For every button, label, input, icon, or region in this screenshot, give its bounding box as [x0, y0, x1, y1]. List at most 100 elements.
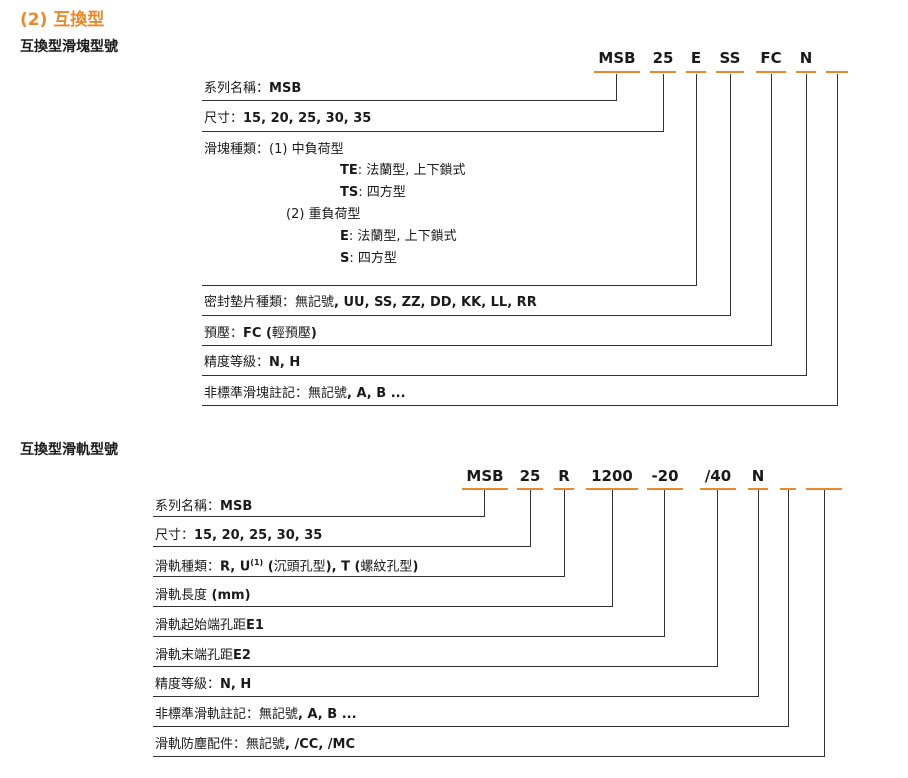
- rail-code-e1: -20: [651, 467, 679, 485]
- slot-underline: [748, 488, 768, 490]
- leader-line: [202, 100, 617, 101]
- row-value: MSB: [269, 81, 302, 96]
- leader-line: [612, 490, 613, 607]
- leader-line: [202, 375, 807, 376]
- row-value-end: ): [310, 326, 317, 341]
- rail-row-series: 系列名稱：MSB: [155, 500, 252, 513]
- rail-row-size: 尺寸：15, 20, 25, 30, 35: [155, 529, 322, 542]
- slot-underline: [554, 488, 574, 490]
- row-label: 滑軌起始端孔距: [155, 618, 247, 633]
- rail-code-type: R: [558, 467, 570, 485]
- rail-row-e1: 滑軌起始端孔距E1: [155, 619, 264, 632]
- block-row-size: 尺寸：15, 20, 25, 30, 35: [204, 112, 371, 125]
- row-value: N, H: [220, 677, 252, 692]
- leader-line: [758, 490, 759, 697]
- row-value: E1: [246, 618, 264, 633]
- leader-line: [153, 606, 613, 607]
- leader-line: [837, 74, 838, 406]
- leader-line: [153, 666, 718, 667]
- type-desc: : 四方型: [358, 185, 406, 200]
- row-label: 精度等級：: [204, 355, 270, 370]
- leader-line: [153, 516, 485, 517]
- rail-code-series: MSB: [466, 467, 504, 485]
- row-label: 滑塊種類：: [204, 142, 270, 157]
- slot-underline: [756, 71, 786, 73]
- row-value: 15, 20, 25, 30, 35: [194, 528, 323, 543]
- block-type-heavy: (2) 重負荷型: [286, 208, 361, 221]
- leader-line: [153, 546, 531, 547]
- slot-underline: [594, 71, 640, 73]
- rail-model-title: 互換型滑軌型號: [20, 442, 118, 458]
- leader-line: [530, 490, 531, 547]
- type-code: TE: [340, 163, 358, 178]
- type-code: E: [340, 229, 349, 244]
- row-value: N, H: [269, 355, 301, 370]
- row-value: , /CC, /MC: [285, 737, 356, 752]
- slot-underline: [826, 71, 848, 73]
- rail-row-dust: 滑軌防塵配件：無記號, /CC, /MC: [155, 738, 355, 751]
- rail-code-size: 25: [519, 467, 541, 485]
- type-medium-label: (1) 中負荷型: [269, 142, 344, 157]
- leader-line: [202, 285, 697, 286]
- block-code-preload: FC: [760, 49, 782, 67]
- row-label: 尺寸：: [204, 111, 244, 126]
- block-type-te: TE: 法蘭型, 上下鎖式: [340, 164, 466, 177]
- rail-row-type: 滑軌種類：R, U(1) (沉頭孔型), T (螺紋孔型): [155, 558, 419, 575]
- type-desc: : 法蘭型, 上下鎖式: [357, 163, 466, 178]
- row-label: 系列名稱：: [155, 499, 221, 514]
- row-label: 滑軌末端孔距: [155, 648, 234, 663]
- block-row-seal: 密封墊片種類：無記號, UU, SS, ZZ, DD, KK, LL, RR: [204, 296, 537, 309]
- rail-row-length: 滑軌長度 (mm): [155, 589, 251, 602]
- rail-code-length: 1200: [591, 467, 633, 485]
- slot-underline: [686, 71, 706, 73]
- block-row-accuracy: 精度等級：N, H: [204, 356, 300, 369]
- leader-line: [788, 490, 789, 727]
- slot-underline: [517, 488, 543, 490]
- row-value: (mm): [207, 588, 251, 603]
- leader-line: [806, 74, 807, 376]
- type-heavy-label: (2) 重負荷型: [286, 207, 361, 222]
- block-code-size: 25: [652, 49, 674, 67]
- row-none: 無記號: [259, 707, 299, 722]
- leader-line: [696, 74, 697, 286]
- row-value: E2: [233, 648, 251, 663]
- row-value: (: [263, 559, 274, 575]
- row-value: FC (: [243, 326, 272, 341]
- block-type-e: E: 法蘭型, 上下鎖式: [340, 230, 457, 243]
- type-code: TS: [340, 185, 359, 200]
- leader-line: [153, 696, 759, 697]
- block-row-series: 系列名稱：MSB: [204, 82, 301, 95]
- block-model-title: 互換型滑塊型號: [20, 39, 118, 55]
- footnote-mark: (1): [250, 558, 264, 567]
- row-value: ): [412, 559, 419, 575]
- row-none: 無記號: [308, 386, 348, 401]
- row-value: ), T (: [325, 559, 361, 575]
- leader-line: [153, 756, 825, 757]
- row-value: , UU, SS, ZZ, DD, KK, LL, RR: [334, 295, 537, 310]
- block-row-nonstd: 非標準滑塊註記：無記號, A, B ...: [204, 387, 406, 400]
- block-row-type: 滑塊種類：(1) 中負荷型: [204, 143, 344, 156]
- row-label: 滑軌種類：: [155, 559, 221, 575]
- slot-underline: [650, 71, 676, 73]
- row-value: R, U: [220, 559, 251, 575]
- row-label: 非標準滑軌註記：: [155, 707, 260, 722]
- type-desc: : 法蘭型, 上下鎖式: [348, 229, 457, 244]
- row-label: 密封墊片種類：: [204, 295, 296, 310]
- slot-underline: [796, 71, 816, 73]
- row-none: 無記號: [246, 737, 286, 752]
- rail-row-e2: 滑軌末端孔距E2: [155, 649, 251, 662]
- leader-line: [153, 726, 789, 727]
- row-label: 精度等級：: [155, 677, 221, 692]
- slot-underline: [780, 488, 796, 490]
- block-code-seal: SS: [719, 49, 741, 67]
- slot-underline: [647, 488, 683, 490]
- row-label: 尺寸：: [155, 528, 195, 543]
- block-row-preload: 預壓：FC (輕預壓): [204, 327, 317, 340]
- rail-row-nonstd: 非標準滑軌註記：無記號, A, B ...: [155, 708, 357, 721]
- leader-line: [153, 636, 665, 637]
- leader-line: [202, 405, 838, 406]
- leader-line: [202, 131, 664, 132]
- block-code-accuracy: N: [799, 49, 813, 67]
- slot-underline: [700, 488, 736, 490]
